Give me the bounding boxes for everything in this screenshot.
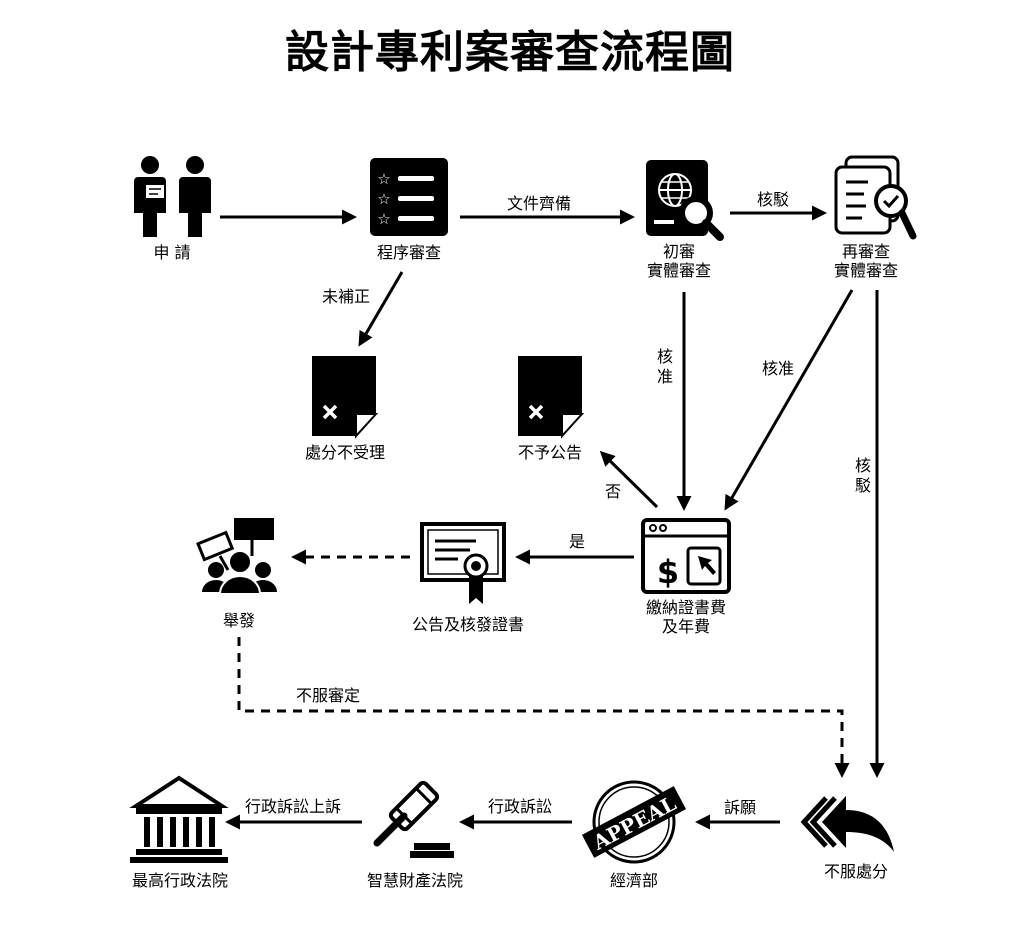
edge-reject-1-label: 核駁 bbox=[757, 190, 789, 210]
certificate-ribbon-icon bbox=[422, 524, 504, 604]
arrow-reexam-to-fee bbox=[726, 290, 852, 508]
node-procedural-label: 程序審查 bbox=[359, 243, 459, 263]
arrow-report-to-disagree bbox=[239, 637, 842, 775]
svg-text:☆: ☆ bbox=[377, 170, 390, 188]
node-report-label: 舉發 bbox=[189, 611, 289, 631]
rejected-document-icon bbox=[518, 356, 582, 436]
node-not-published-label: 不予公告 bbox=[500, 443, 600, 463]
edge-not-corrected-label: 未補正 bbox=[322, 287, 370, 307]
rejected-document-icon bbox=[312, 356, 376, 436]
edge-petition-label: 訴願 bbox=[724, 798, 756, 818]
edge-yes-label: 是 bbox=[569, 532, 585, 552]
edge-reject-2-label: 核駁 bbox=[854, 456, 872, 496]
svg-text:☆: ☆ bbox=[377, 190, 390, 208]
node-reexam-label-2: 實體審查 bbox=[816, 261, 916, 281]
appeal-stamp-icon: APPEAL bbox=[582, 782, 686, 862]
node-fee-label-2: 及年費 bbox=[636, 617, 736, 637]
node-initial-label-1: 初審 bbox=[629, 242, 729, 262]
star-checklist-icon: ☆ ☆ ☆ bbox=[370, 158, 448, 236]
courthouse-icon bbox=[130, 778, 228, 863]
node-reexam-label-1: 再審查 bbox=[816, 242, 916, 262]
payment-window-icon: $ bbox=[643, 520, 729, 592]
edge-admin-suit-label: 行政訴訟 bbox=[488, 797, 552, 817]
node-ipcourt-label: 智慧財產法院 bbox=[350, 871, 480, 891]
node-certificate-label: 公告及核發證書 bbox=[398, 615, 538, 635]
node-disagree-label: 不服處分 bbox=[806, 862, 906, 882]
edge-disagree-ruling-label: 不服審定 bbox=[296, 686, 360, 706]
edge-approve-1-label: 核准 bbox=[656, 347, 674, 387]
two-people-document-icon bbox=[134, 156, 211, 237]
globe-magnifier-icon bbox=[646, 160, 720, 237]
arrow-procedural-to-not-accepted bbox=[360, 272, 402, 344]
node-supreme-label: 最高行政法院 bbox=[115, 871, 245, 891]
edge-docs-complete-label: 文件齊備 bbox=[507, 194, 571, 214]
edge-no-label: 否 bbox=[605, 482, 621, 502]
edge-admin-appeal-label: 行政訴訟上訴 bbox=[245, 797, 341, 817]
edge-approve-2-label: 核准 bbox=[762, 359, 794, 379]
return-arrow-icon bbox=[804, 796, 894, 852]
document-check-magnifier-icon bbox=[836, 157, 913, 236]
node-initial-label-2: 實體審查 bbox=[629, 261, 729, 281]
node-fee-label-1: 繳納證書費 bbox=[636, 598, 736, 618]
node-not-accepted-label: 處分不受理 bbox=[285, 443, 405, 463]
protest-crowd-icon bbox=[198, 518, 277, 594]
svg-text:$: $ bbox=[657, 553, 679, 591]
node-moea-label: 經濟部 bbox=[584, 871, 684, 891]
svg-text:☆: ☆ bbox=[377, 210, 390, 228]
node-apply-label: 申 請 bbox=[122, 243, 222, 263]
gavel-icon bbox=[377, 781, 454, 858]
